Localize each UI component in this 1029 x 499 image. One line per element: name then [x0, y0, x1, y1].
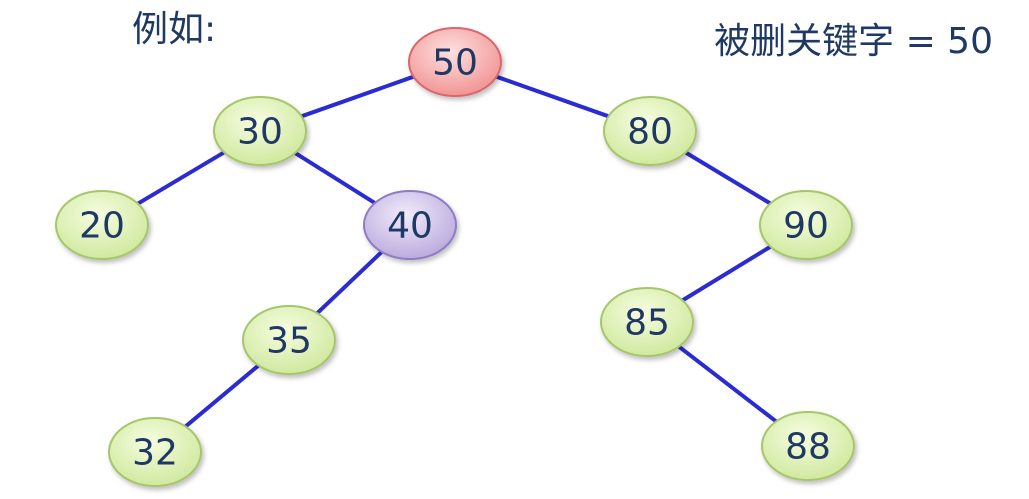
edge-layer	[135, 74, 779, 429]
node-label: 20	[79, 206, 125, 247]
edge-50-80	[494, 74, 611, 119]
node-ellipse	[363, 190, 457, 260]
edge-50-30	[299, 74, 416, 119]
tree-node-85: 85	[600, 287, 694, 357]
node-ellipse	[600, 287, 694, 357]
node-label: 85	[624, 303, 670, 344]
node-label: 35	[266, 321, 312, 362]
node-ellipse	[603, 96, 697, 166]
tree-node-20: 20	[55, 190, 149, 260]
tree-node-30: 30	[213, 96, 307, 166]
tree-node-80: 80	[603, 96, 697, 166]
tree-node-88: 88	[761, 411, 855, 481]
node-label: 90	[783, 206, 829, 247]
node-label: 50	[432, 43, 478, 84]
node-label: 32	[132, 433, 178, 474]
edge-80-90	[683, 150, 773, 206]
node-label: 30	[237, 112, 283, 153]
node-ellipse	[761, 411, 855, 481]
edge-30-40	[293, 150, 377, 206]
node-ellipse	[55, 190, 149, 260]
edge-30-20	[135, 150, 227, 206]
node-ellipse	[408, 27, 502, 97]
node-ellipse	[242, 305, 336, 375]
tree-node-90: 90	[759, 190, 853, 260]
edge-85-88	[676, 344, 779, 424]
node-label: 40	[387, 206, 433, 247]
tree-node-50: 50	[408, 27, 502, 97]
edge-35-32	[183, 363, 261, 429]
tree-node-35: 35	[242, 305, 336, 375]
node-ellipse	[759, 190, 853, 260]
example-caption: 例如:	[132, 9, 217, 50]
node-label: 80	[627, 112, 673, 153]
tree-node-32: 32	[108, 417, 202, 487]
node-layer: 50 30 80 20 40 90 35 85 32 88	[55, 27, 855, 487]
edge-40-35	[315, 249, 384, 316]
edge-90-85	[680, 244, 773, 303]
tree-node-40: 40	[363, 190, 457, 260]
node-ellipse	[108, 417, 202, 487]
node-ellipse	[213, 96, 307, 166]
node-label: 88	[785, 427, 831, 468]
deleted-key-caption: 被删关键字 = 50	[714, 21, 993, 62]
